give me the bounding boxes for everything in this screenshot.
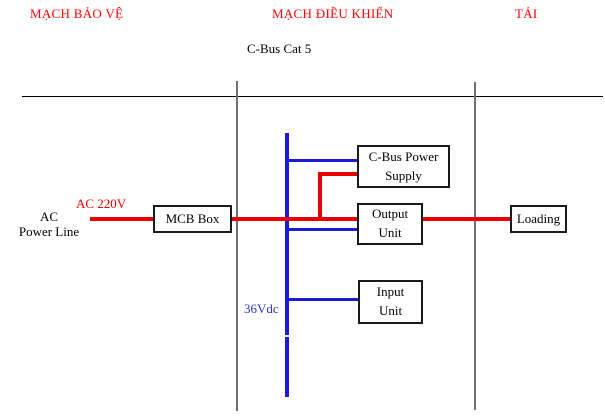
loading-box-label: Loading: [516, 210, 561, 226]
ac-power-wire-left: [90, 217, 153, 221]
ac-power-line-label: AC Power Line: [8, 209, 90, 240]
section-header-load: TẢI: [515, 6, 538, 21]
ac-tap-wire-vertical: [318, 172, 322, 221]
cbus-power-supply-box: C-Bus Power Supply: [357, 145, 450, 188]
input-unit-label-line1: Input: [376, 284, 405, 300]
ac-voltage-label: AC 220V: [76, 196, 127, 211]
cbus-branch-to-input-unit: [287, 298, 358, 301]
cbus-branch-to-output-unit: [287, 228, 357, 231]
dc-voltage-label: 36Vdc: [244, 301, 279, 316]
mcb-box-label: MCB Box: [165, 210, 220, 226]
ac-power-wire-middle: [232, 217, 357, 221]
section-divider-left: [236, 81, 238, 411]
loading-box: Loading: [510, 205, 567, 233]
ac-tap-wire-horizontal: [318, 172, 357, 176]
cbus-cat5-label: C-Bus Cat 5: [247, 41, 312, 56]
top-horizontal-line: [22, 96, 603, 97]
input-unit-box: Input Unit: [358, 280, 423, 324]
cbus-power-supply-label-line1: C-Bus Power: [368, 148, 439, 164]
ac-power-line-label-line2: Power Line: [18, 223, 80, 239]
section-divider-right: [474, 82, 476, 410]
mcb-box: MCB Box: [153, 205, 232, 233]
cbus-trunk-wire-upper: [285, 133, 289, 335]
ac-power-line-label-line1: AC: [39, 209, 59, 224]
output-unit-label-line1: Output: [371, 206, 409, 222]
input-unit-label-line2: Unit: [378, 303, 403, 318]
section-header-protection-circuit: MẠCH BẢO VỆ: [30, 6, 124, 21]
cbus-branch-to-power-supply: [287, 159, 357, 162]
section-header-control-circuit: MẠCH ĐIỀU KHIỂN: [272, 6, 394, 21]
cbus-trunk-wire-lower: [285, 337, 289, 397]
ac-power-wire-to-loading: [423, 217, 510, 221]
output-unit-label-line2: Unit: [378, 225, 402, 240]
cbus-power-supply-label-line2: Supply: [385, 167, 422, 183]
output-unit-box: Output Unit: [357, 203, 423, 245]
